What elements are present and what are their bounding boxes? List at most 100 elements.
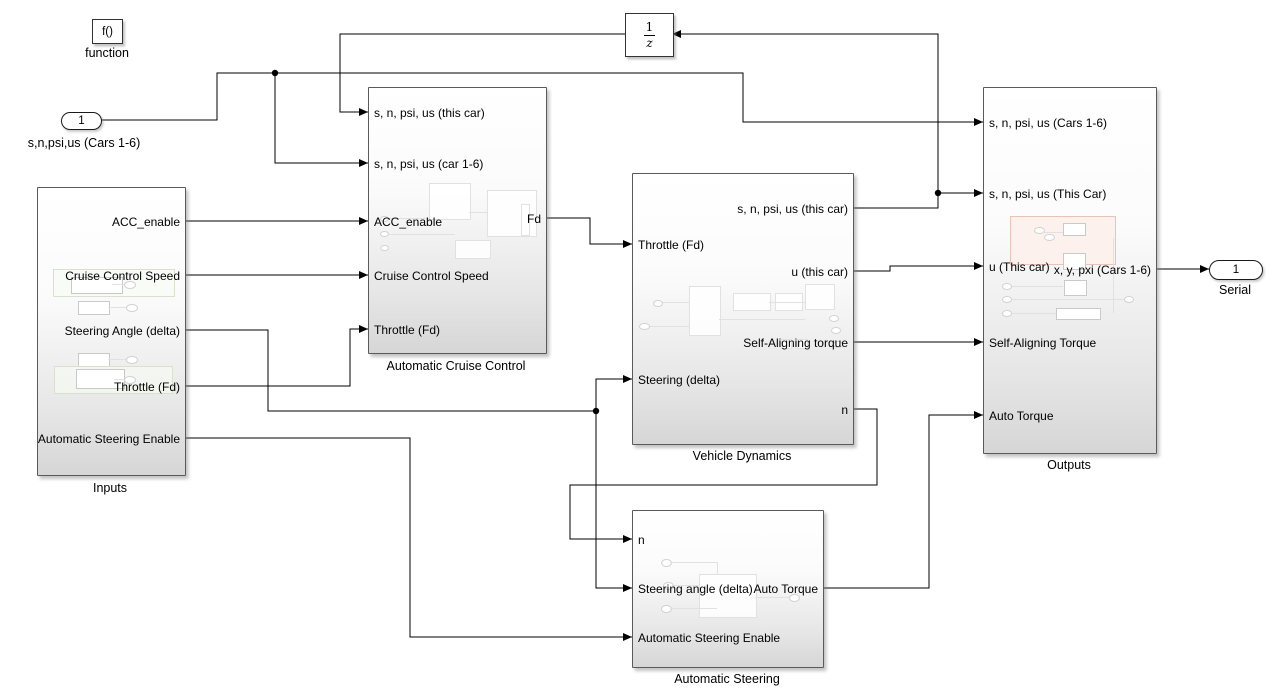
port-label-out: Automatic Steering Enable (37, 432, 180, 446)
preview-slider-track (112, 284, 124, 285)
wire-steering-angle-to-as[interactable] (595, 411, 632, 592)
fraction-bar (644, 34, 655, 36)
preview-port-dot (833, 341, 843, 348)
block-label-vehicle-dynamics: Vehicle Dynamics (692, 449, 792, 463)
preview-slider-track (108, 307, 126, 308)
wire-junction (592, 407, 600, 415)
wire-throttle-to-acc[interactable] (184, 325, 368, 387)
preview-shape (455, 240, 491, 259)
preview-shape (1064, 280, 1087, 296)
port-label-in: ACC_enable (374, 215, 443, 229)
block-label-function: function (85, 46, 129, 60)
port-label-in: Steering (delta) (638, 373, 721, 387)
preview-shape (733, 293, 771, 311)
outport-serial[interactable]: 1 (1209, 260, 1263, 280)
preview-line (670, 608, 717, 609)
wire-auto-steering-enable[interactable] (184, 437, 632, 641)
preview-slider-track (108, 359, 126, 360)
port-label-in: Auto Torque (989, 409, 1054, 423)
function-block-text: f() (102, 25, 113, 38)
preview-line (387, 234, 455, 235)
port-label-in: s, n, psi, us (this car) (374, 106, 485, 120)
port-label-out: n (841, 403, 848, 417)
wire-feedback-to-unitdelay[interactable] (672, 30, 939, 193)
wire-unitdelay-to-acc-thiscar[interactable] (339, 33, 625, 116)
preview-line (1010, 313, 1056, 314)
preview-port-dot (661, 605, 672, 613)
port-label-out: Auto Torque (753, 582, 819, 596)
wire-steering-angle-to-vd[interactable] (184, 329, 632, 412)
wire-fd-to-vd-throttle[interactable] (545, 217, 632, 248)
preview-line (647, 326, 689, 327)
port-label-out: u (this car) (791, 265, 848, 279)
block-vehicle-dynamics[interactable]: Throttle (Fd) Steering (delta) s, n, psi… (632, 173, 854, 445)
preview-shape (521, 204, 530, 236)
preview-line (719, 319, 805, 320)
preview-line (1113, 238, 1114, 313)
preview-port-dot (663, 582, 674, 590)
preview-shape (429, 183, 471, 220)
preview-line (469, 212, 487, 213)
outport-number: 1 (1232, 264, 1240, 276)
preview-port-dot (829, 315, 839, 322)
port-label-in: s, n, psi, us (car 1-6) (374, 157, 484, 171)
port-label-in: Steering angle (delta) (638, 582, 753, 596)
preview-shape (781, 339, 792, 349)
block-function[interactable]: f() (92, 19, 123, 44)
preview-slider-knob (124, 376, 136, 384)
block-automatic-cruise-control[interactable]: s, n, psi, us (this car) s, n, psi, us (… (368, 87, 547, 354)
preview-shape (805, 284, 835, 310)
block-label-outputs: Outputs (1047, 458, 1091, 472)
unit-delay-denominator: z (646, 35, 653, 50)
preview-line (717, 562, 718, 574)
port-label-out: Cruise Control Speed (65, 269, 180, 283)
wire-u-thiscar[interactable] (852, 262, 983, 272)
inport-1[interactable]: 1 (61, 112, 102, 130)
preview-shape (1063, 223, 1086, 236)
port-label-out: Steering Angle (delta) (64, 324, 180, 338)
preview-line (1010, 286, 1063, 287)
preview-port-dot (653, 300, 663, 307)
preview-slider-knob (126, 356, 138, 364)
preview-line (672, 585, 699, 586)
port-label-out: Self-Aligning torque (743, 336, 848, 350)
preview-slider-track (114, 379, 124, 380)
preview-shape (1063, 253, 1086, 270)
preview-port-dot (1124, 296, 1134, 303)
wire-vd-thiscar-to-outputs[interactable] (852, 189, 983, 209)
port-label-in: Throttle (Fd) (374, 323, 441, 337)
port-label-in: n (638, 533, 645, 547)
preview-value-box (78, 353, 110, 367)
outport-label: Serial (1219, 283, 1251, 297)
preview-line (1043, 232, 1063, 233)
inport-label: s,n,psi,us (Cars 1-6) (27, 136, 141, 150)
port-label-out: ACC_enable (111, 215, 180, 229)
port-label-out: x, y, pxi (Cars 1-6) (1053, 263, 1151, 277)
preview-value-box (78, 301, 110, 315)
block-unit-delay[interactable]: 1 z (625, 13, 674, 57)
preview-port-dot (831, 327, 841, 334)
block-label-automatic-steering: Automatic Steering (674, 672, 780, 686)
port-label-in: Self-Aligning Torque (989, 336, 1097, 350)
port-label-out: Throttle (Fd) (113, 380, 180, 394)
block-outputs[interactable]: s, n, psi, us (Cars 1-6) s, n, psi, us (… (983, 87, 1157, 454)
wire-auto-torque[interactable] (822, 411, 983, 589)
preview-port-dot (661, 559, 672, 567)
inport-number: 1 (78, 115, 85, 127)
block-automatic-steering[interactable]: n Steering angle (delta) Automatic Steer… (632, 510, 824, 668)
port-label-in: Automatic Steering Enable (638, 631, 781, 645)
port-label-in: Cruise Control Speed (374, 269, 489, 283)
port-label-out: s, n, psi, us (this car) (737, 202, 848, 216)
wire-inport-to-acc-car16[interactable] (274, 73, 368, 167)
wire-n-to-as[interactable] (569, 408, 878, 543)
preview-port-dot (789, 594, 800, 602)
port-label-in: s, n, psi, us (This Car) (989, 187, 1107, 201)
wire-junction (934, 189, 942, 197)
block-inputs[interactable]: ACC_enable Cruise Control Speed Steering… (37, 187, 186, 476)
preview-line (755, 597, 791, 598)
preview-port-dot (1002, 310, 1012, 317)
port-label-in: Throttle (Fd) (638, 238, 705, 252)
wire-inport-to-outputs[interactable] (100, 72, 983, 126)
preview-port-dot (1002, 296, 1012, 303)
wire-junction (271, 69, 279, 77)
